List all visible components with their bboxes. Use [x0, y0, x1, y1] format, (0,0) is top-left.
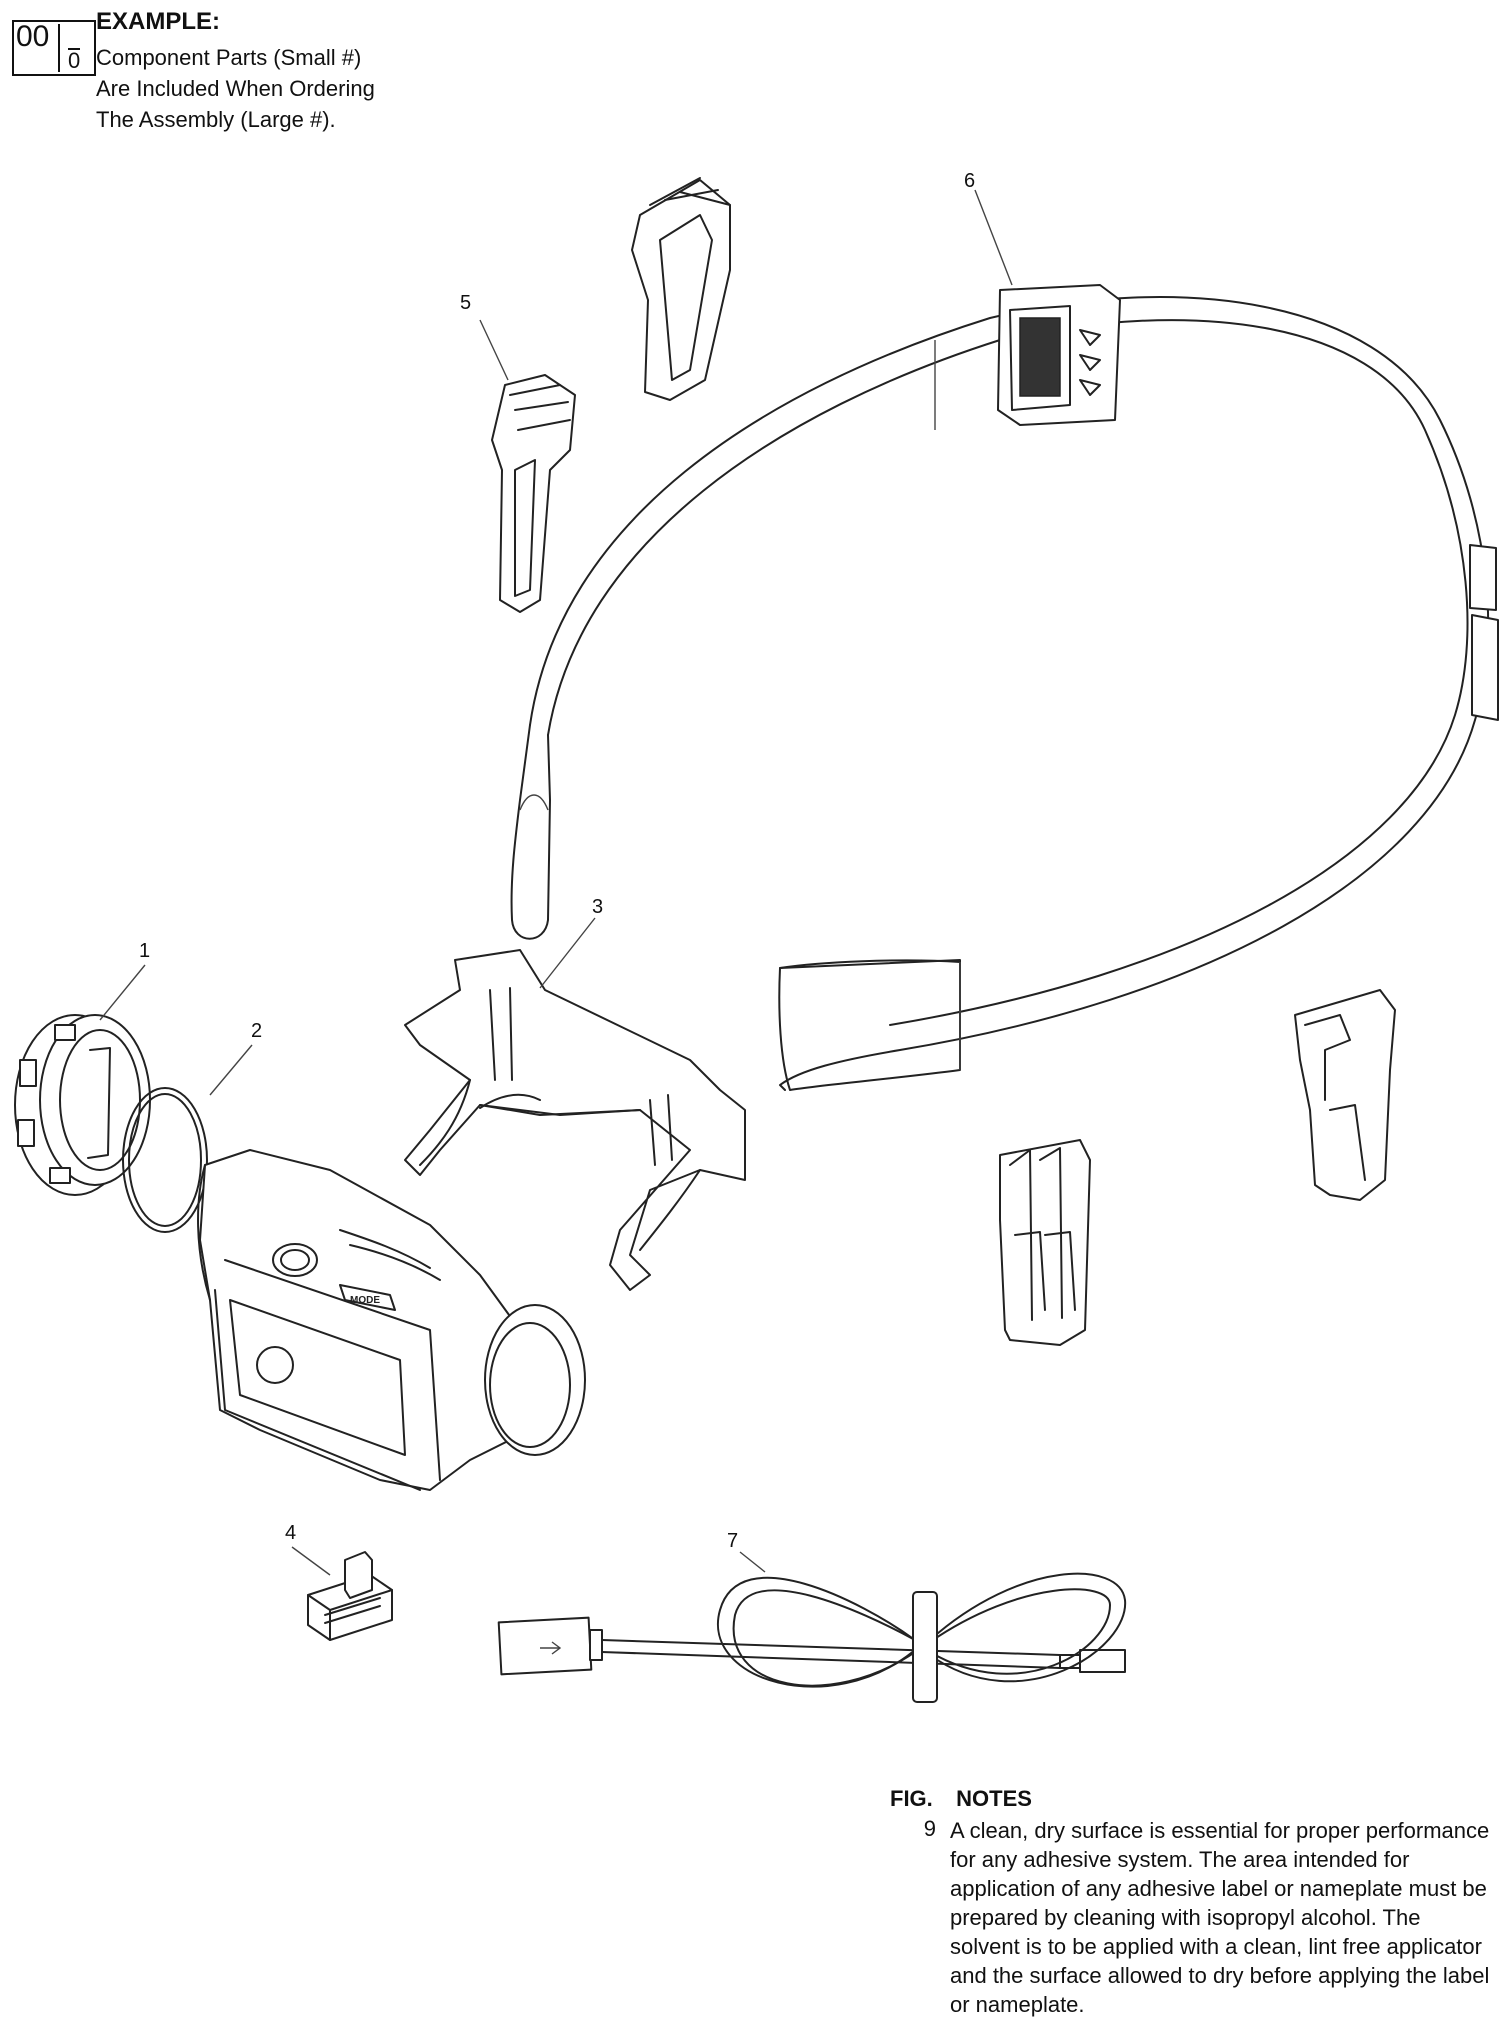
legend-line: The Assembly (Large #).: [96, 107, 336, 132]
legend-text: Component Parts (Small #) Are Included W…: [96, 42, 426, 135]
notes-heading: NOTES: [956, 1786, 1032, 1811]
note-text: A clean, dry surface is essential for pr…: [950, 1818, 1490, 2017]
mounting-bracket-drawing: [404, 949, 746, 1291]
legend-heading: EXAMPLE:: [96, 8, 221, 35]
callout-5: 5: [460, 292, 472, 314]
o-ring-drawing: [122, 1087, 208, 1233]
legend-large-number: 00: [16, 20, 50, 53]
bottom-clips-drawing: [999, 989, 1396, 1346]
legend: 00 0 EXAMPLE: Component Parts (Small #) …: [8, 6, 428, 136]
head-strap-drawing: [510, 284, 1499, 1091]
legend-divider: [58, 24, 60, 72]
mode-label: MODE: [350, 1295, 380, 1306]
callout-4: 4: [285, 1522, 297, 1544]
leader-lines: [99, 189, 1013, 1576]
usb-cable-drawing: [497, 1572, 1127, 1703]
callout-2: 2: [251, 1020, 263, 1042]
callout-7: 7: [727, 1530, 739, 1552]
notes-header: FIG. NOTES: [890, 1786, 1490, 1812]
note-item: 9 A clean, dry surface is essential for …: [890, 1816, 1490, 2019]
front-bezel-ring-drawing: [14, 1014, 151, 1196]
hard-hat-clip-drawing: [491, 177, 731, 613]
headlamp-housing-drawing: MODE: [197, 1149, 586, 1491]
callout-3: 3: [592, 896, 604, 918]
callout-6: 6: [964, 170, 976, 192]
legend-small-number: 0: [68, 48, 81, 73]
notes-section: FIG. NOTES 9 A clean, dry surface is ess…: [890, 1786, 1490, 2019]
legend-line: Are Included When Ordering: [96, 76, 375, 101]
note-fig-number: 9: [923, 1816, 936, 1841]
charge-port-cover-drawing: [307, 1551, 393, 1641]
legend-box: [12, 20, 96, 76]
fig-heading: FIG.: [890, 1786, 933, 1811]
legend-line: Component Parts (Small #): [96, 45, 362, 70]
callout-1: 1: [139, 940, 151, 962]
